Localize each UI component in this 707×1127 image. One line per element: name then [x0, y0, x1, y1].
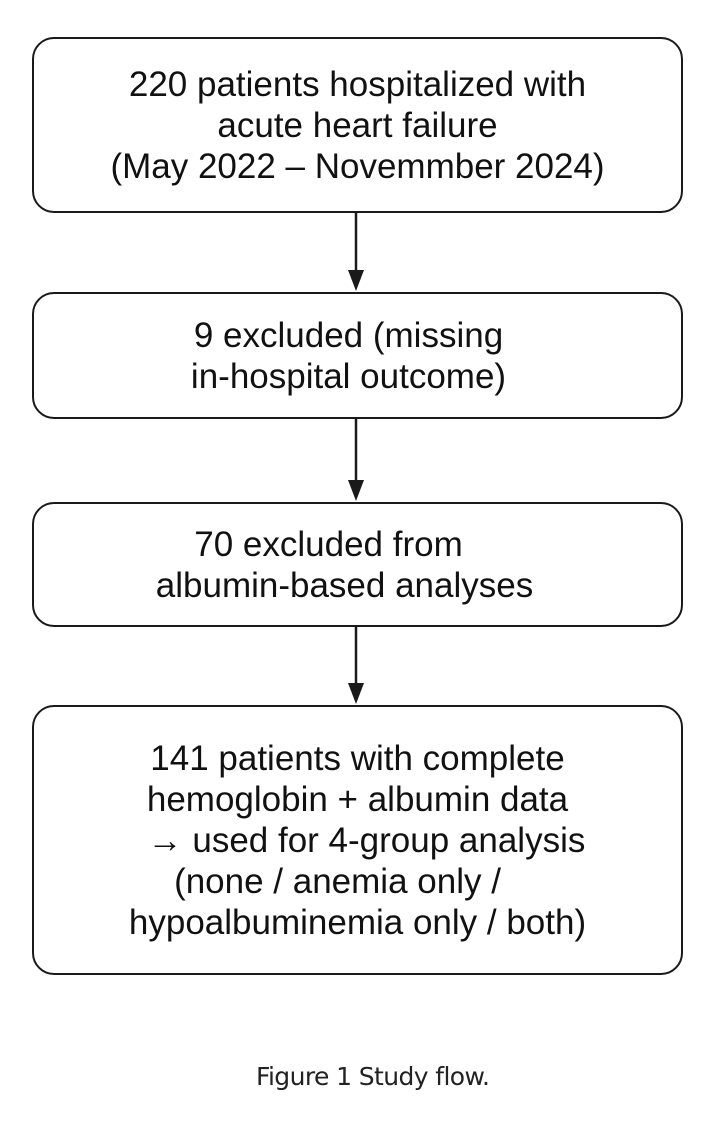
box-line: 9 excluded (missing — [193, 315, 504, 355]
box-line: 70 excluded from — [194, 524, 463, 564]
box-line: albumin-based analyses — [155, 565, 534, 605]
box-line: in-hospital outcome) — [190, 356, 507, 396]
box-line: hemoglobin + albumin data — [146, 779, 569, 819]
figure-caption: Figure 1 Study flow. — [256, 1062, 490, 1091]
albumin-exclusion-box: 70 excluded from albumin-based analyses — [32, 502, 683, 627]
box-line: 141 patients with complete — [150, 738, 565, 778]
arrow-3-to-4 — [348, 627, 364, 704]
missing-outcome-exclusion-box: 9 excluded (missing in-hospital outcome) — [32, 292, 683, 419]
enrollment-box: 220 patients hospitalized with acute hea… — [32, 37, 683, 213]
box-line: hypoalbuminemia only / both) — [128, 902, 587, 942]
arrow-2-to-3 — [348, 419, 364, 501]
box-line: acute heart failure — [217, 105, 498, 145]
box-line: → used for 4-group analysis — [147, 820, 586, 860]
arrow-1-to-2 — [348, 213, 364, 291]
box-line: (none / anemia only / — [174, 861, 501, 901]
final-cohort-box: 141 patients with complete hemoglobin + … — [32, 705, 683, 975]
box-line: 220 patients hospitalized with — [128, 64, 587, 104]
box-line: (May 2022 – Novemmber 2024) — [110, 146, 605, 186]
